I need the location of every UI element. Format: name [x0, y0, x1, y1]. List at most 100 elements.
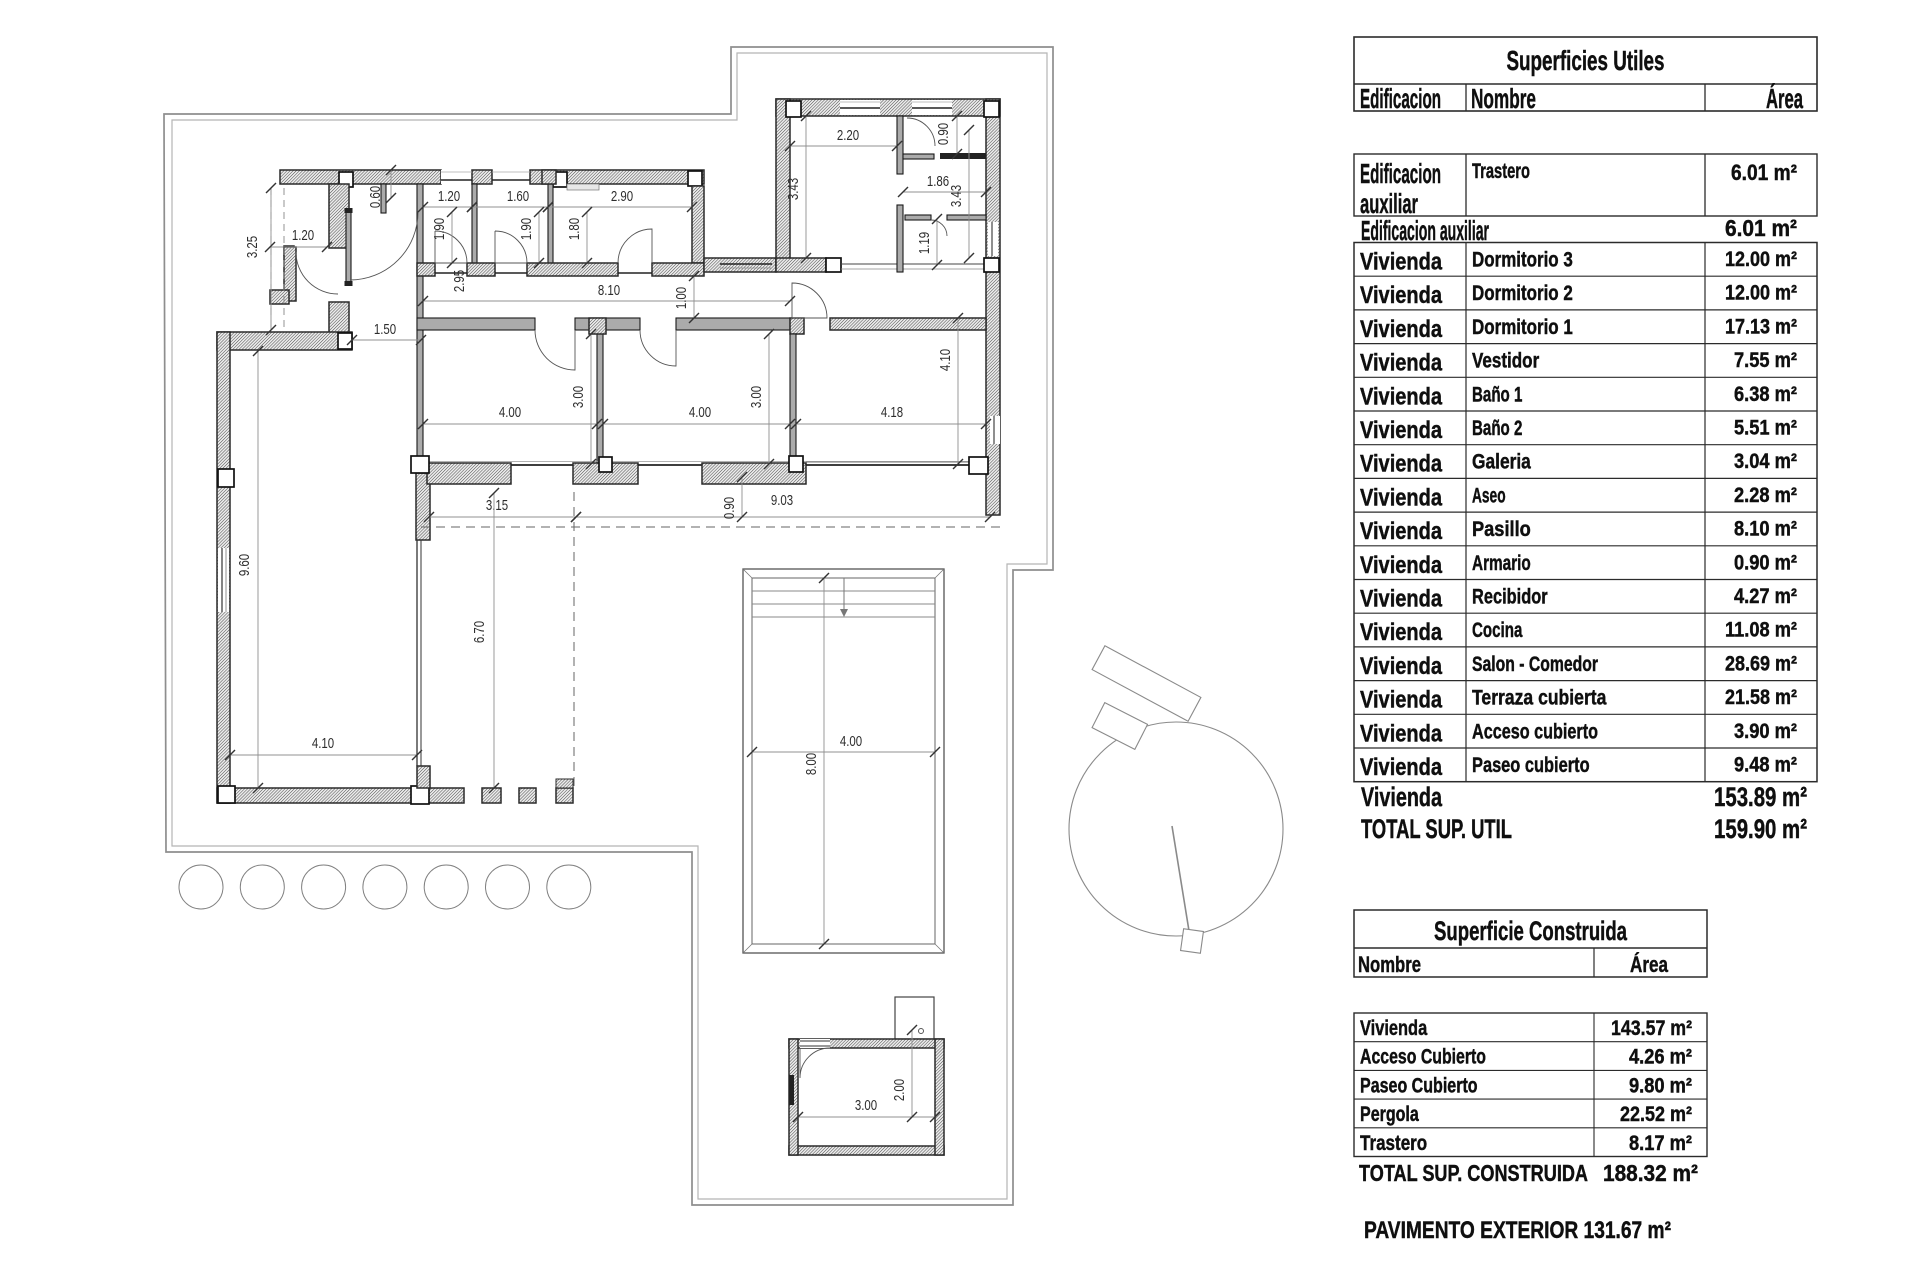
svg-text:Dormitorio 3: Dormitorio 3 [1472, 249, 1573, 272]
svg-text:Vivienda: Vivienda [1360, 687, 1443, 714]
svg-text:0.60: 0.60 [368, 186, 384, 208]
svg-text:3.43: 3.43 [949, 185, 965, 207]
svg-text:Vivienda: Vivienda [1360, 350, 1443, 377]
svg-text:28.69 m²: 28.69 m² [1725, 652, 1797, 675]
svg-text:4.18: 4.18 [881, 405, 903, 421]
svg-text:7.55 m²: 7.55 m² [1734, 349, 1797, 372]
svg-text:Vivienda: Vivienda [1360, 282, 1443, 309]
svg-text:Dormitorio 2: Dormitorio 2 [1472, 282, 1573, 305]
svg-text:Vivienda: Vivienda [1360, 451, 1443, 478]
svg-text:Vivienda: Vivienda [1360, 552, 1443, 579]
svg-text:153.89 m²: 153.89 m² [1714, 782, 1807, 812]
svg-text:Trastero: Trastero [1360, 1132, 1427, 1155]
svg-text:6.01 m²: 6.01 m² [1725, 215, 1797, 241]
svg-text:9.80 m²: 9.80 m² [1629, 1074, 1692, 1097]
svg-text:Vivienda: Vivienda [1360, 619, 1443, 646]
svg-text:8.10: 8.10 [598, 283, 620, 299]
svg-text:6.70: 6.70 [472, 621, 488, 643]
svg-text:2.90: 2.90 [611, 189, 633, 205]
svg-text:TOTAL SUP. CONSTRUIDA: TOTAL SUP. CONSTRUIDA [1359, 1160, 1588, 1186]
svg-text:9.03: 9.03 [771, 493, 793, 509]
svg-text:2.20: 2.20 [837, 128, 859, 144]
svg-text:1.60: 1.60 [507, 189, 529, 205]
svg-text:1.90: 1.90 [432, 218, 448, 240]
svg-text:4.00: 4.00 [840, 734, 862, 750]
svg-text:3.04 m²: 3.04 m² [1734, 450, 1797, 473]
svg-text:1.20: 1.20 [292, 228, 314, 244]
svg-text:17.13 m²: 17.13 m² [1725, 315, 1797, 338]
svg-text:Superficies Utiles: Superficies Utiles [1507, 45, 1665, 76]
svg-text:Vivienda: Vivienda [1360, 249, 1443, 276]
svg-text:4.10: 4.10 [312, 736, 334, 752]
svg-text:Vivienda: Vivienda [1360, 586, 1443, 613]
svg-text:2.28 m²: 2.28 m² [1734, 484, 1797, 507]
svg-text:8.17 m²: 8.17 m² [1629, 1132, 1692, 1155]
svg-text:11.08 m²: 11.08 m² [1725, 619, 1797, 642]
svg-text:21.58 m²: 21.58 m² [1725, 686, 1797, 709]
svg-text:Vivienda: Vivienda [1360, 316, 1443, 343]
svg-text:Galeria: Galeria [1472, 451, 1531, 474]
svg-text:Terraza cubierta: Terraza cubierta [1472, 687, 1607, 710]
svg-text:Aseo: Aseo [1472, 484, 1506, 507]
svg-text:Armario: Armario [1472, 552, 1531, 575]
svg-text:1.80: 1.80 [567, 218, 583, 240]
svg-text:Vivienda: Vivienda [1360, 1017, 1427, 1040]
svg-text:Edificacion auxiliar: Edificacion auxiliar [1361, 215, 1489, 246]
svg-text:Nombre: Nombre [1358, 952, 1421, 977]
svg-text:Baño 2: Baño 2 [1472, 417, 1522, 440]
svg-text:Cocina: Cocina [1472, 619, 1523, 642]
svg-text:0.90 m²: 0.90 m² [1734, 551, 1797, 574]
svg-text:3.00: 3.00 [571, 386, 587, 408]
svg-text:Nombre: Nombre [1471, 83, 1536, 114]
svg-text:5.51 m²: 5.51 m² [1734, 417, 1797, 440]
svg-text:8.10 m²: 8.10 m² [1734, 518, 1797, 541]
svg-text:4.27 m²: 4.27 m² [1734, 585, 1797, 608]
svg-text:159.90 m²: 159.90 m² [1714, 814, 1807, 844]
svg-text:Paseo Cubierto: Paseo Cubierto [1360, 1074, 1478, 1097]
svg-text:Paseo cubierto: Paseo cubierto [1472, 754, 1590, 777]
svg-text:Acceso cubierto: Acceso cubierto [1472, 720, 1598, 743]
svg-text:Superficie Construida: Superficie Construida [1434, 916, 1628, 946]
svg-text:Vivienda: Vivienda [1360, 383, 1443, 410]
svg-text:0.90: 0.90 [936, 123, 952, 145]
svg-text:4.10: 4.10 [938, 349, 954, 371]
svg-text:1.19: 1.19 [917, 232, 933, 254]
svg-text:Vivienda: Vivienda [1360, 518, 1443, 545]
svg-text:Vivienda: Vivienda [1360, 720, 1443, 747]
svg-text:4.00: 4.00 [689, 405, 711, 421]
svg-text:12.00 m²: 12.00 m² [1725, 248, 1797, 271]
svg-text:Vivienda: Vivienda [1360, 653, 1443, 680]
svg-text:Pasillo: Pasillo [1472, 518, 1531, 541]
svg-text:TOTAL SUP. UTIL: TOTAL SUP. UTIL [1361, 814, 1512, 844]
svg-text:4.00: 4.00 [499, 405, 521, 421]
svg-text:Trastero: Trastero [1472, 160, 1530, 183]
svg-text:1.90: 1.90 [519, 218, 535, 240]
svg-text:0.90: 0.90 [722, 497, 738, 519]
svg-text:143.57 m²: 143.57 m² [1611, 1017, 1692, 1040]
svg-text:auxiliar: auxiliar [1360, 188, 1418, 219]
svg-text:1.50: 1.50 [374, 322, 396, 338]
svg-text:Vivienda: Vivienda [1360, 417, 1443, 444]
svg-text:Vestidor: Vestidor [1472, 350, 1539, 373]
svg-text:Área: Área [1630, 952, 1669, 977]
svg-text:6.38 m²: 6.38 m² [1734, 383, 1797, 406]
svg-text:Edificacion: Edificacion [1360, 83, 1441, 114]
svg-text:3.00: 3.00 [749, 386, 765, 408]
svg-text:3.00: 3.00 [855, 1098, 877, 1114]
svg-text:4.26 m²: 4.26 m² [1629, 1046, 1692, 1069]
svg-text:Área: Área [1766, 83, 1803, 114]
svg-text:3.43: 3.43 [786, 178, 802, 200]
svg-text:3.90 m²: 3.90 m² [1734, 720, 1797, 743]
svg-text:3.15: 3.15 [486, 498, 508, 514]
svg-text:Vivienda: Vivienda [1360, 484, 1443, 511]
svg-text:Baño 1: Baño 1 [1472, 383, 1523, 406]
svg-text:PAVIMENTO EXTERIOR 131.67 m²: PAVIMENTO EXTERIOR 131.67 m² [1364, 1217, 1671, 1244]
svg-text:12.00 m²: 12.00 m² [1725, 282, 1797, 305]
svg-text:1.00: 1.00 [674, 287, 690, 309]
svg-text:Vivienda: Vivienda [1361, 782, 1443, 812]
svg-text:Dormitorio 1: Dormitorio 1 [1472, 316, 1573, 339]
svg-text:8.00: 8.00 [804, 753, 820, 775]
svg-text:22.52 m²: 22.52 m² [1620, 1103, 1692, 1126]
svg-text:3.25: 3.25 [245, 236, 261, 258]
svg-text:6.01 m²: 6.01 m² [1731, 160, 1797, 185]
